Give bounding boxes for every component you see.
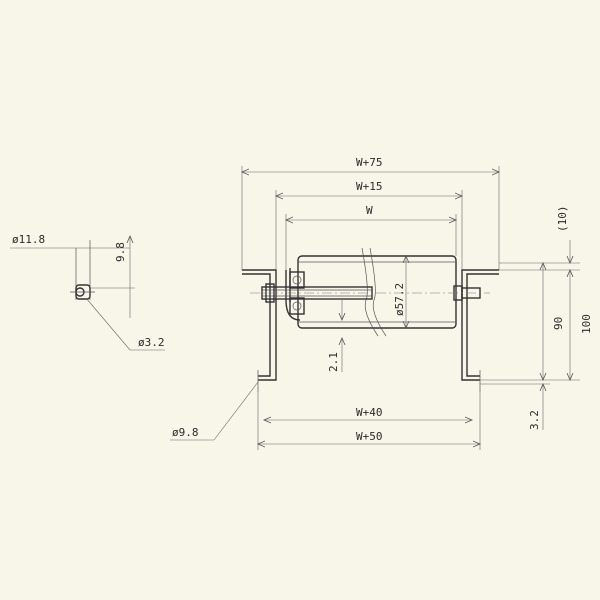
side-height-label: 9.8 <box>114 242 127 262</box>
hex-size-label: ø11.8 <box>12 233 45 246</box>
dim-overall-top: W+75 <box>356 156 383 169</box>
dim-roller-dia: ø57.2 <box>393 283 406 316</box>
pin-leader <box>85 297 131 351</box>
dim-bottom-inner: W+40 <box>356 406 383 419</box>
dim-hole-dia: ø9.8 <box>172 426 199 439</box>
side-detail: ø11.8 9.8 ø3.2 <box>10 233 165 351</box>
roller-tube <box>297 255 457 329</box>
pin-dia-label: ø3.2 <box>138 336 165 349</box>
roller-assembly <box>242 247 499 392</box>
dim-inner-top: W <box>366 204 373 217</box>
dimensions: W+75 W+15 W ø57.2 (10) 100 90 3.2 2.1 W+… <box>170 156 593 450</box>
dim-gap-top: (10) <box>556 206 569 233</box>
dim-bottom-overall: W+50 <box>356 430 383 443</box>
dim-middle-top: W+15 <box>356 180 383 193</box>
dim-thickness: 2.1 <box>327 352 340 372</box>
dim-bottom-gap: 3.2 <box>528 410 541 430</box>
dim-inner-height: 90 <box>552 317 565 330</box>
dim-overall-height: 100 <box>580 314 593 334</box>
